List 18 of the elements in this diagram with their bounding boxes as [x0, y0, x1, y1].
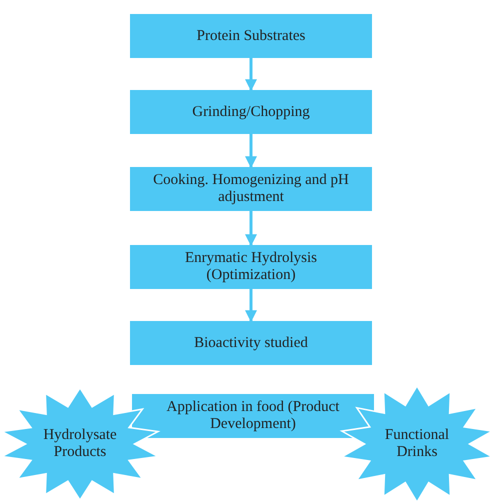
process-box [130, 90, 372, 134]
process-box [130, 167, 372, 211]
node-text: Application in food (Product Development) [166, 399, 340, 433]
arrow [245, 289, 257, 322]
arrow [245, 58, 257, 92]
node-text: Enrymatic Hydrolysis (Optimization) [184, 250, 318, 284]
process-box [130, 245, 372, 289]
node-text: Protein Substrates [196, 28, 306, 44]
node-text: Bioactivity studied [194, 334, 308, 352]
arrow [245, 134, 257, 168]
node-text: Grinding/Chopping [192, 104, 310, 120]
process-box [130, 321, 372, 365]
node-text: Cooking. Homogenizing and pH adjustment [152, 172, 350, 206]
process-box [130, 14, 372, 58]
arrow [245, 211, 257, 246]
node-text: Hydrolysate Products [42, 427, 118, 461]
node-text: Functional Drinks [384, 427, 450, 461]
process-box [132, 394, 374, 438]
